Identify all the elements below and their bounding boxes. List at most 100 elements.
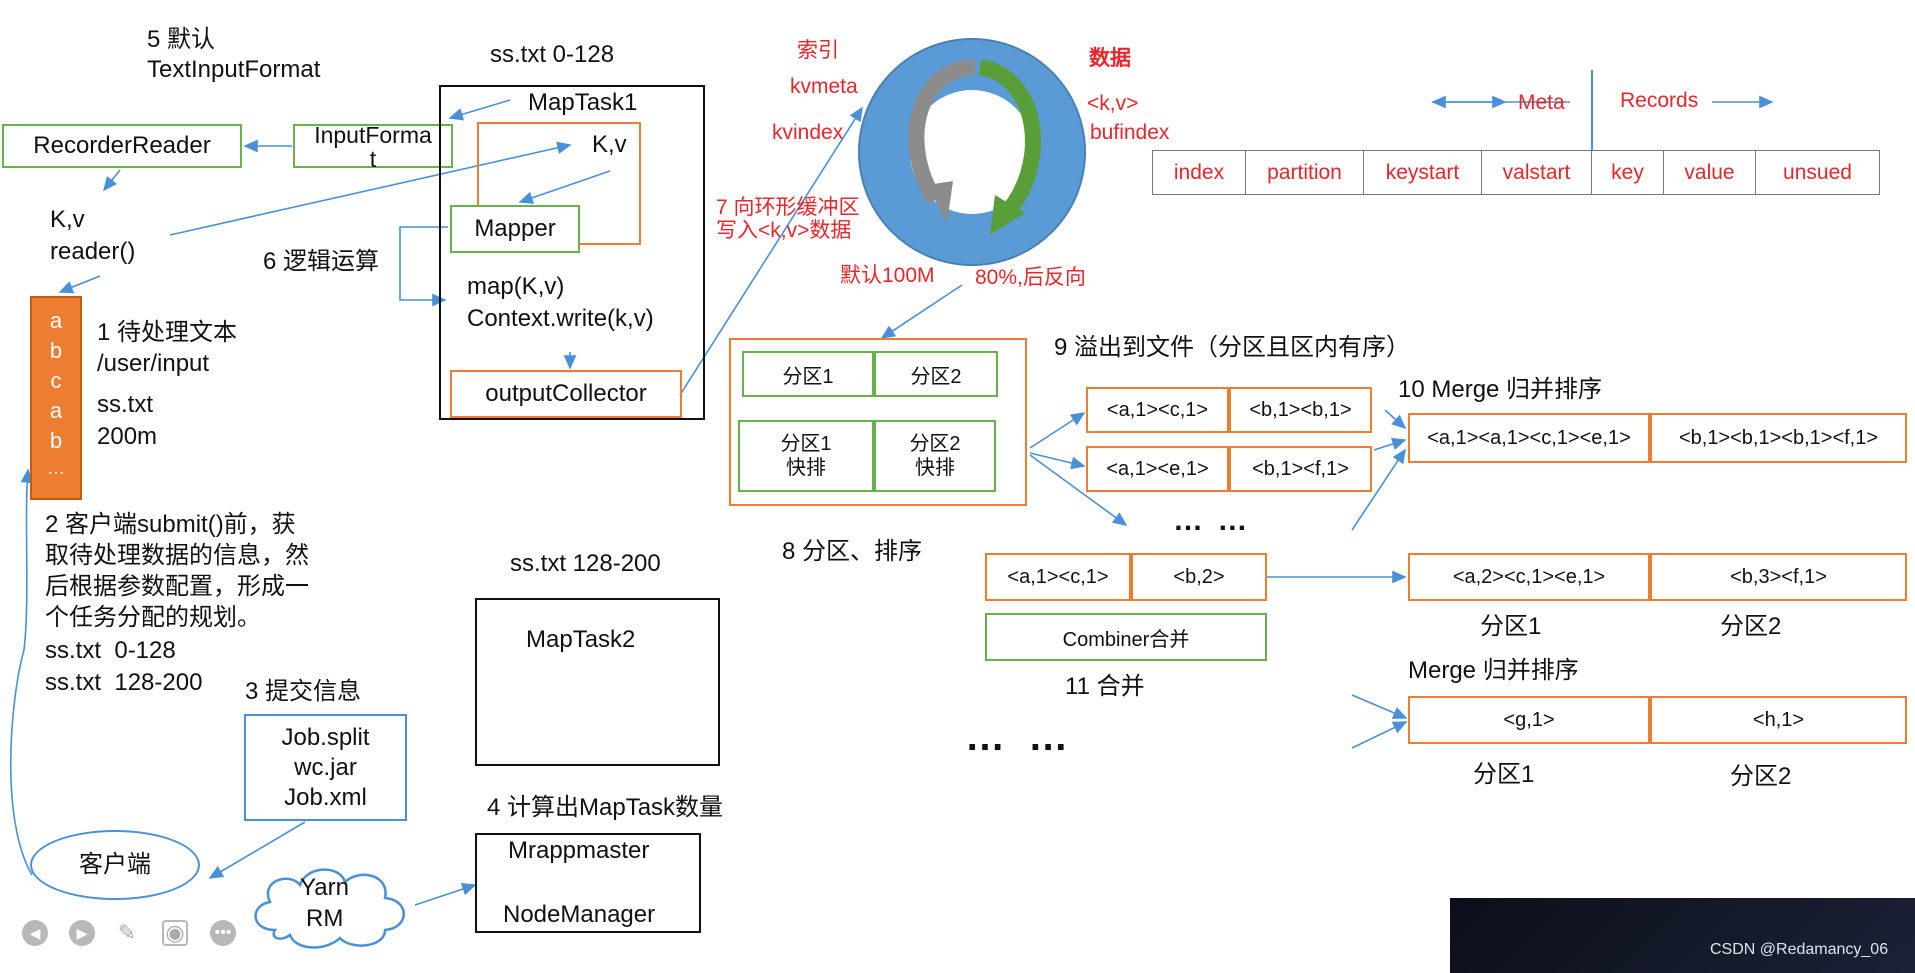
watermark-text: CSDN @Redamancy_06	[1710, 941, 1889, 958]
job-files-box: Job.split wc.jar Job.xml	[244, 714, 407, 821]
prev-slide-icon[interactable]: ◀	[22, 920, 48, 946]
maptask1-box	[439, 85, 705, 420]
partition-sort-box	[729, 338, 1027, 506]
watermark-panel	[1450, 898, 1915, 973]
table-cell: key	[1592, 151, 1664, 194]
table-cell: keystart	[1364, 151, 1482, 194]
step10-label: 10 Merge 归并排序	[1398, 376, 1603, 403]
text-char: a	[49, 398, 63, 423]
step9-label: 9 溢出到文件（分区且区内有序）	[1054, 334, 1411, 361]
step8-label: 8 分区、排序	[782, 538, 923, 565]
table-cell: partition	[1246, 151, 1364, 194]
meta-records-table: index partition keystart valstart key va…	[1152, 150, 1880, 195]
index-label: 索引	[797, 39, 839, 62]
combiner-box: Combiner合并	[985, 613, 1267, 661]
kvmeta-label: kvmeta	[790, 75, 858, 98]
merge2-result-b: <h,1>	[1650, 696, 1907, 744]
step6-label: 6 逻辑运算	[263, 248, 380, 275]
spill-file-1b: <b,1><b,1>	[1229, 387, 1372, 433]
partition-1: 分区1	[742, 351, 874, 397]
step2-line: 个任务分配的规划。	[45, 604, 261, 631]
step4-label: 4 计算出MapTask数量	[487, 794, 724, 821]
text-char: b	[49, 428, 63, 453]
yarn-label: Yarn	[300, 874, 349, 901]
mrappmaster-label: Mrappmaster	[508, 837, 650, 864]
spill-file-2a: <a,1><e,1>	[1086, 446, 1229, 492]
yarn-cloud-icon	[254, 868, 405, 949]
mapper-box: Mapper	[450, 205, 580, 253]
more-options-icon[interactable]: •••	[210, 920, 236, 946]
input-path: /user/input	[97, 350, 210, 377]
zoom-icon[interactable]: ◉	[162, 920, 188, 946]
partition-2: 分区2	[874, 351, 998, 397]
merge2-label: Merge 归并排序	[1408, 657, 1579, 684]
map-function: map(K,v)	[467, 273, 565, 300]
spill-file-2b: <b,1><f,1>	[1229, 446, 1372, 492]
split-1: ss.txt 0-128	[45, 637, 176, 664]
next-slide-icon[interactable]: ▶	[69, 920, 95, 946]
reader-label: reader()	[50, 238, 136, 265]
kv-record-label: <k,v>	[1087, 92, 1139, 115]
table-cell: unsued	[1783, 160, 1852, 184]
step2-line: 取待处理数据的信息，然	[45, 542, 309, 569]
step5-format: TextInputFormat	[147, 56, 321, 83]
step3-label: 3 提交信息	[245, 678, 362, 705]
spill-file-1a: <a,1><c,1>	[1086, 387, 1229, 433]
rm-label: RM	[306, 905, 344, 932]
text-char: a	[49, 308, 63, 333]
file-size: 200m	[97, 423, 158, 450]
buffer-size: 默认100M	[840, 264, 935, 287]
output-collector-box: outputCollector	[450, 370, 682, 418]
table-cell: value	[1664, 151, 1756, 194]
job-split: Job.split	[281, 723, 370, 751]
maptask-kv: K,v	[592, 131, 627, 158]
records-label: Records	[1620, 89, 1699, 112]
input-format-box: InputForma t	[293, 123, 453, 171]
result-partition-2: 分区2	[1720, 613, 1782, 640]
step2-line: 2 客户端submit()前，获	[45, 511, 296, 538]
maptask1-range: ss.txt 0-128	[490, 41, 615, 68]
ring-buffer-icon	[858, 38, 1086, 266]
partition-1-sort: 分区1 快排	[738, 420, 874, 492]
text-char: …	[47, 458, 65, 478]
maptask2-box	[475, 598, 720, 766]
combine-input-b: <b,2>	[1131, 553, 1267, 601]
spill-dots: … …	[1173, 504, 1251, 537]
result-partition-1: 分区1	[1480, 613, 1542, 640]
app-master-box	[475, 833, 701, 933]
combine-input-a: <a,1><c,1>	[985, 553, 1131, 601]
nodemanager-label: NodeManager	[503, 901, 656, 928]
step1-label: 1 待处理文本	[97, 319, 238, 346]
combined-result-b: <b,3><f,1>	[1650, 553, 1907, 601]
step11-label: 11 合并	[1065, 673, 1145, 700]
maptask1-title: MapTask1	[528, 89, 638, 116]
pen-icon[interactable]: ✎	[117, 920, 137, 945]
text-char: b	[49, 338, 63, 363]
kvindex-label: kvindex	[772, 121, 844, 144]
job-xml: Job.xml	[284, 783, 367, 811]
spill-threshold: 80%,后反向	[975, 266, 1086, 289]
data-label: 数据	[1089, 47, 1131, 70]
merge-result-1a: <a,1><a,1><c,1><e,1>	[1408, 413, 1650, 463]
job-jar: wc.jar	[294, 753, 357, 781]
text-block: a b c a b …	[30, 296, 82, 500]
table-cell: valstart	[1482, 151, 1592, 194]
combined-result-a: <a,2><c,1><e,1>	[1408, 553, 1650, 601]
step7-line2: 写入<k,v>数据	[716, 219, 852, 242]
client-ellipse: 客户端	[30, 830, 200, 900]
maptask2-range: ss.txt 128-200	[510, 550, 661, 577]
bufindex-label: bufindex	[1090, 121, 1170, 144]
meta-label: Meta	[1518, 91, 1565, 114]
more-maptasks-dots: … …	[965, 715, 1075, 759]
merge-result-1b: <b,1><b,1><b,1><f,1>	[1650, 413, 1907, 463]
text-char: c	[50, 368, 62, 393]
split-2: ss.txt 128-200	[45, 669, 203, 696]
step5-label: 5 默认	[147, 26, 216, 53]
recorder-reader-box: RecorderReader	[2, 124, 242, 168]
kv-label: K,v	[50, 206, 85, 233]
step7-line1: 7 向环形缓冲区	[716, 196, 860, 219]
table-cell: index	[1153, 151, 1246, 194]
merge2-partition-2: 分区2	[1730, 763, 1792, 790]
file-name: ss.txt	[97, 391, 154, 418]
